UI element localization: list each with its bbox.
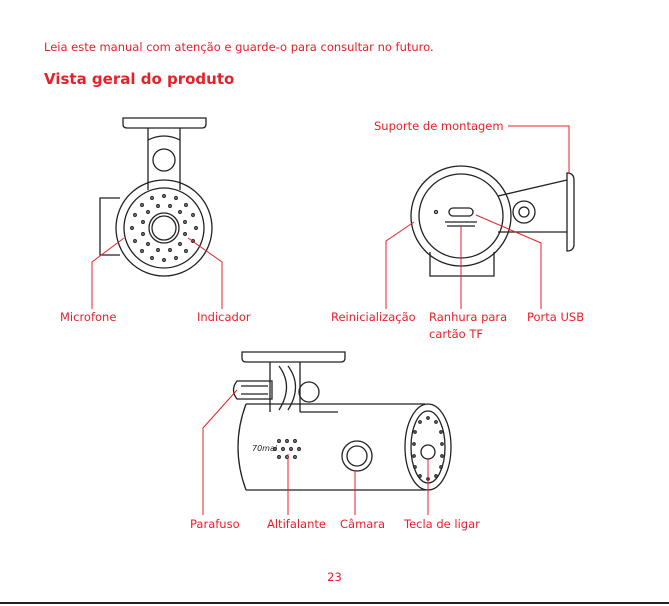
dashcam-illustration bbox=[234, 352, 452, 490]
side-view-illustration bbox=[411, 166, 574, 276]
label-mount: Suporte de montagem bbox=[374, 118, 504, 135]
label-power: Tecla de ligar bbox=[404, 516, 480, 533]
dashcam-speaker-holes bbox=[274, 440, 301, 459]
front-speaker-holes bbox=[131, 195, 198, 262]
label-screw: Parafuso bbox=[190, 516, 240, 533]
front-view-illustration bbox=[100, 118, 212, 276]
label-slot-line2: cartão TF bbox=[429, 326, 483, 343]
label-microphone: Microfone bbox=[60, 309, 116, 326]
label-reset: Reinicialização bbox=[331, 309, 416, 326]
label-usb: Porta USB bbox=[527, 309, 584, 326]
label-camera: Câmara bbox=[340, 516, 385, 533]
bottom-rule bbox=[0, 602, 669, 604]
label-speaker: Altifalante bbox=[267, 516, 326, 533]
brand-logo: 70mai bbox=[252, 444, 278, 453]
label-slot-line1: Ranhura para bbox=[429, 309, 507, 326]
label-indicator: Indicador bbox=[197, 309, 251, 326]
page-number: 23 bbox=[0, 570, 669, 584]
